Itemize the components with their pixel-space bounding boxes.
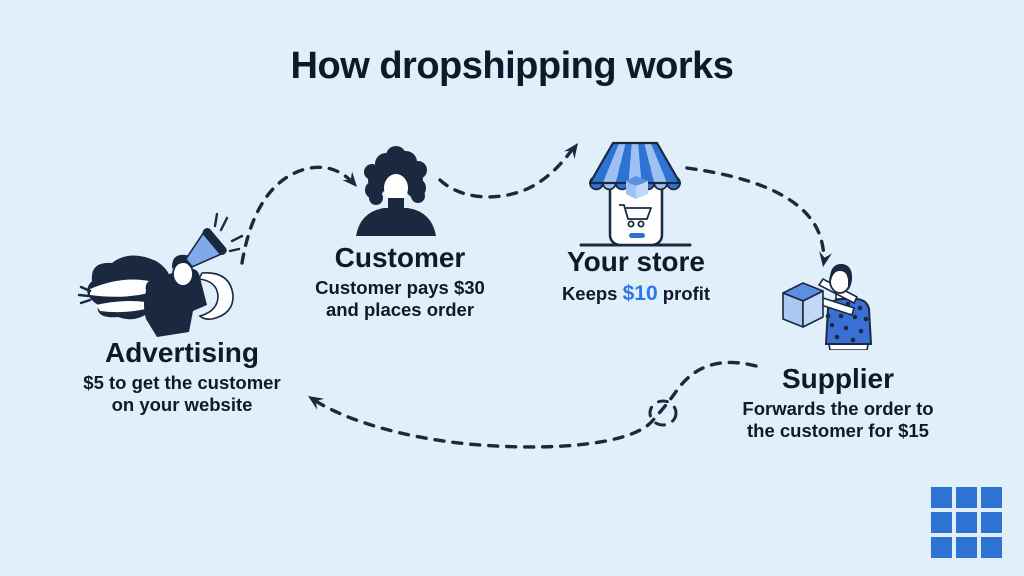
arrowhead-icon — [308, 396, 325, 410]
logo-square — [981, 512, 1002, 533]
supplier-node: Supplier Forwards the order to the custo… — [720, 363, 956, 442]
megaphone-icon — [184, 227, 227, 268]
logo-square — [931, 537, 952, 558]
storefront-icon — [579, 141, 692, 247]
box-icon — [782, 282, 824, 328]
advertising-caption: $5 to get the customer on your website — [83, 371, 281, 415]
hair-highlight — [96, 301, 160, 313]
shoulders — [356, 208, 436, 236]
nine-square-grid-logo — [931, 487, 1002, 558]
profit-amount: $10 — [622, 281, 658, 305]
customer-label: Customer — [334, 242, 466, 273]
arrow-supplier-to-advertising — [312, 360, 758, 449]
logo-square — [931, 487, 952, 508]
logo-square — [956, 537, 977, 558]
arrow-customer-to-store — [438, 145, 576, 199]
logo-square — [981, 537, 1002, 558]
customer-bust-icon — [356, 146, 436, 236]
cart-icon — [619, 204, 652, 228]
supplier-with-box-icon — [782, 263, 873, 350]
face — [384, 174, 408, 202]
store-label: Your store — [567, 246, 705, 277]
advertising-node: Advertising $5 to get the customer on yo… — [68, 337, 296, 416]
supplier-caption: Forwards the order to the customer for $… — [742, 397, 934, 441]
logo-square — [981, 487, 1002, 508]
logo-square — [931, 512, 952, 533]
advertising-label: Advertising — [104, 337, 260, 368]
customer-caption: Customer pays $30 and places order — [315, 276, 485, 320]
arrow-loop — [648, 399, 678, 427]
store-caption: Keeps $10 profit — [561, 281, 711, 305]
store-node: Your store Keeps $10 profit — [528, 246, 744, 306]
logo-square — [956, 487, 977, 508]
face — [172, 261, 194, 287]
megaphone-person-icon — [77, 212, 244, 337]
customer-node: Customer Customer pays $30 and places or… — [295, 242, 505, 321]
sound-lines — [213, 212, 244, 253]
hair — [830, 263, 853, 290]
arm-swoosh — [197, 272, 234, 320]
supplier-label: Supplier — [781, 363, 894, 394]
page-title: How dropshipping works — [290, 45, 734, 87]
logo-square — [956, 512, 977, 533]
shop-button — [629, 233, 645, 238]
hand-lines — [77, 285, 92, 305]
package-icon — [626, 176, 648, 199]
torso-shape — [144, 268, 207, 337]
neck — [388, 198, 404, 210]
